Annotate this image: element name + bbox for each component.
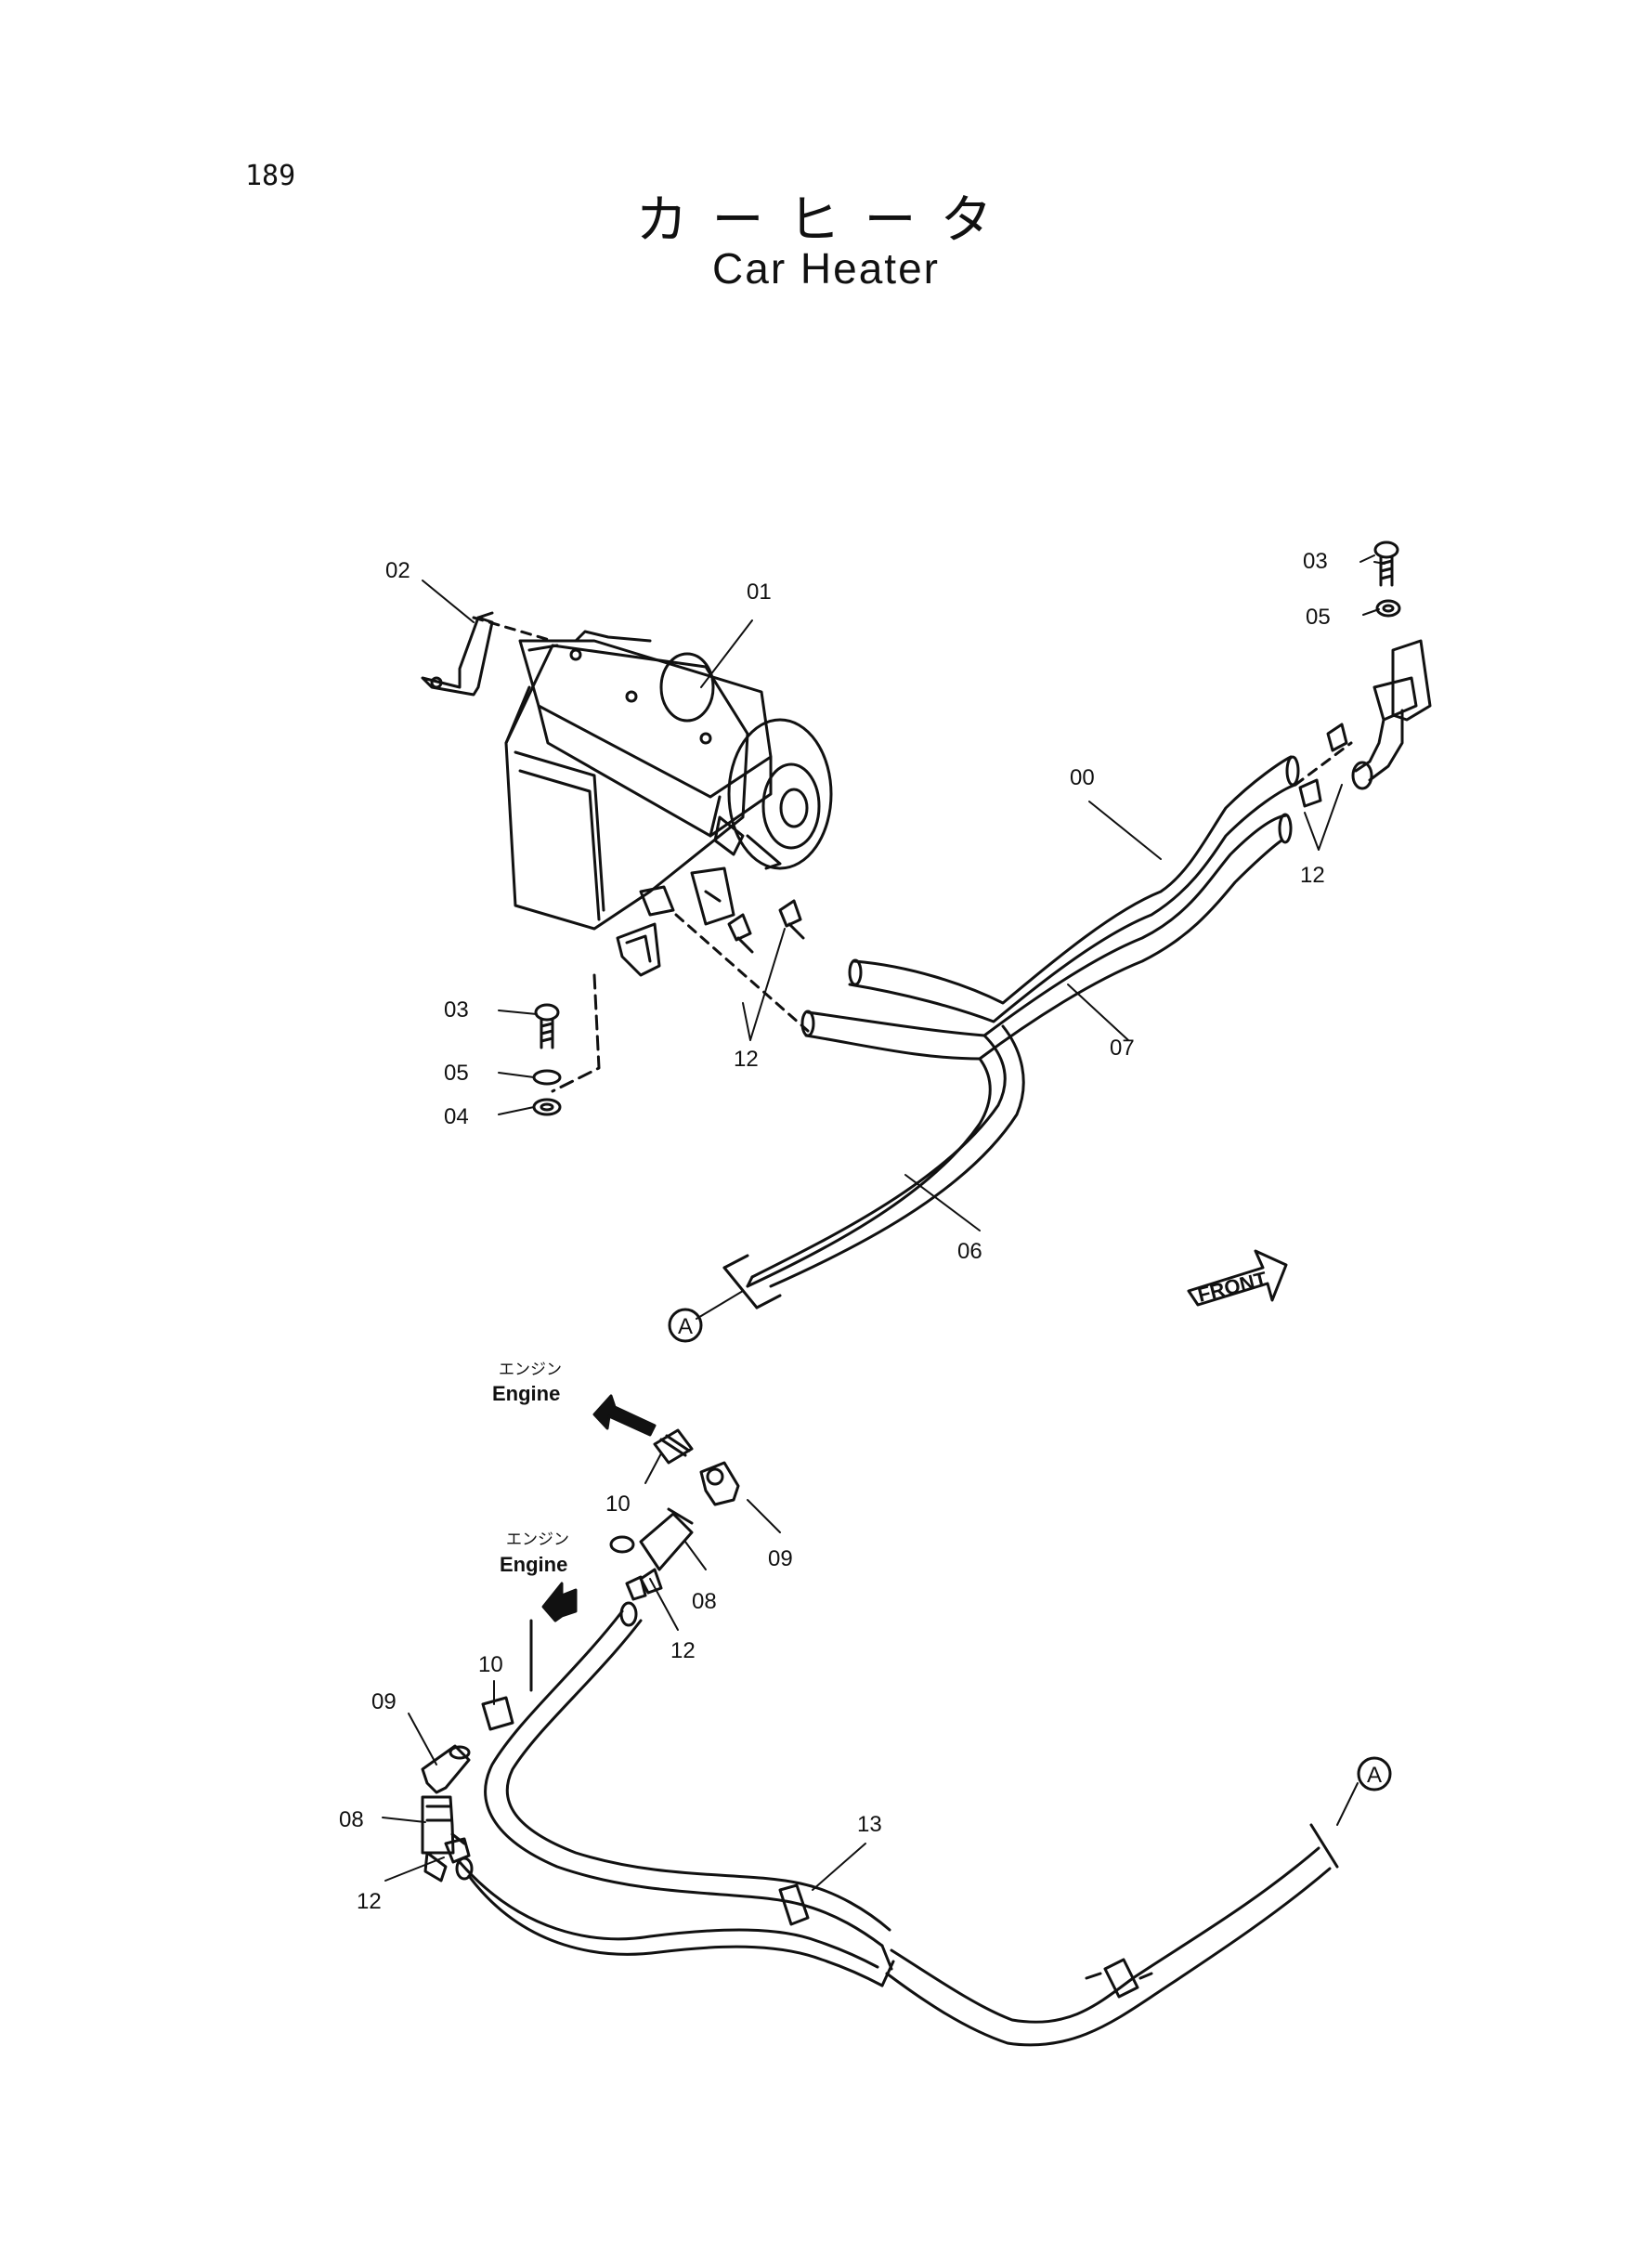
label-01: 01 [747,580,772,605]
engine-connection-assembly [421,1394,740,1883]
ref-circle-a1 [668,1308,703,1343]
engine-lower-en: Engine [500,1553,567,1576]
label-10-upper: 10 [605,1492,631,1517]
callout-labels: 02 01 00 03 05 12 03 05 04 12 07 06 A A … [339,549,1382,1914]
front-label: FRONT [1195,1267,1269,1307]
label-09-lower: 09 [371,1689,397,1714]
label-13: 13 [857,1812,882,1837]
label-02: 02 [385,558,410,583]
label-03-left: 03 [444,997,469,1023]
heater-unit-drawing [421,611,833,1093]
label-09-upper: 09 [768,1546,793,1571]
label-04: 04 [444,1104,469,1129]
label-08-lower: 08 [339,1807,364,1832]
leader-lines [382,554,1385,1891]
engine-upper-jp: エンジン [499,1361,562,1379]
heater-hoses-lower [455,1601,1339,2047]
bolt-washer-stack-right [1298,541,1432,808]
page-title-japanese: カーヒータ [635,190,1017,251]
label-00: 00 [1070,765,1095,790]
label-12-lower: 12 [357,1889,382,1914]
page-number: 189 [245,160,296,192]
engine-lower-jp: エンジン [506,1531,569,1549]
label-05-left: 05 [444,1061,469,1086]
engine-upper-en: Engine [492,1382,560,1405]
ref-marker-a1: A [678,1314,693,1339]
bolt-washer-stack-left [532,1003,562,1116]
label-03-right: 03 [1303,549,1328,574]
label-12-lower-upper: 12 [670,1638,696,1663]
label-12-left: 12 [734,1047,759,1072]
label-07: 07 [1110,1036,1135,1061]
page-title-english: Car Heater [712,244,940,293]
heater-hoses-upper [472,616,1353,1309]
front-direction-arrow-shape [1187,1249,1288,1307]
ref-marker-a2: A [1367,1763,1382,1788]
label-08-upper: 08 [692,1589,717,1614]
label-06: 06 [957,1239,982,1264]
ref-circle-a2 [1357,1756,1392,1791]
label-05-right: 05 [1306,605,1331,630]
label-10-lower: 10 [478,1652,503,1677]
label-12-right: 12 [1300,863,1325,888]
